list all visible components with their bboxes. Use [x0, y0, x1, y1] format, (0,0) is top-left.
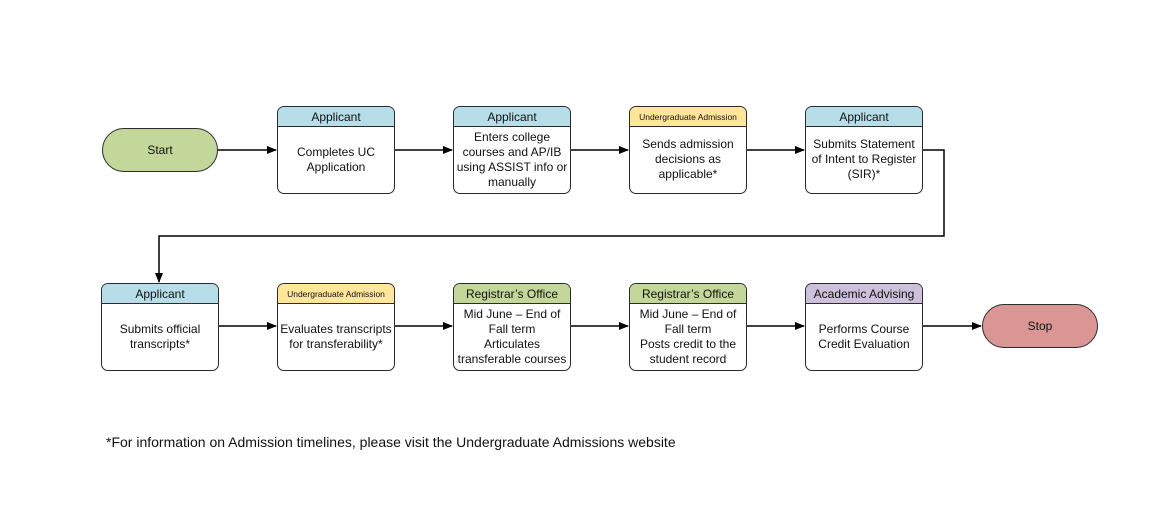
step-3-text: Sends admission decisions as applicable* [642, 137, 734, 181]
step-5-box: Applicant Submits official transcripts* [101, 283, 219, 371]
step-4-text: Submits Statement of Intent to Register … [811, 137, 917, 181]
step-7-text: Mid June – End of Fall term Articulates … [457, 306, 567, 366]
step-6-box: Undergraduate Admission Evaluates transc… [277, 283, 395, 371]
step-7-box: Registrar’s Office Mid June – End of Fal… [453, 283, 571, 371]
step-3-header: Undergraduate Admission [630, 107, 746, 127]
step-1-text: Completes UC Application [296, 144, 376, 174]
stop-label: Stop [1027, 319, 1053, 333]
step-2-header: Applicant [454, 107, 570, 127]
step-7-header: Registrar’s Office [454, 284, 570, 304]
step-8-text: Mid June – End of Fall term Posts credit… [639, 306, 737, 366]
start-terminal: Start [102, 128, 218, 172]
step-6-header: Undergraduate Admission [278, 284, 394, 304]
step-2-box: Applicant Enters college courses and AP/… [453, 106, 571, 194]
step-4-box: Applicant Submits Statement of Intent to… [805, 106, 923, 194]
step-3-box: Undergraduate Admission Sends admission … [629, 106, 747, 194]
step-4-header: Applicant [806, 107, 922, 127]
arrow-step-4-to-step-5 [155, 149, 945, 283]
start-label: Start [147, 143, 173, 157]
step-9-header: Academic Advising [806, 284, 922, 304]
step-8-box: Registrar’s Office Mid June – End of Fal… [629, 283, 747, 371]
step-1-header: Applicant [278, 107, 394, 127]
step-5-text: Submits official transcripts* [119, 321, 201, 351]
step-9-text: Performs Course Credit Evaluation [818, 321, 910, 351]
step-6-text: Evaluates transcripts for transferabilit… [280, 321, 392, 351]
footnote: *For information on Admission timelines,… [106, 434, 676, 450]
step-9-box: Academic Advising Performs Course Credit… [805, 283, 923, 371]
step-1-box: Applicant Completes UC Application [277, 106, 395, 194]
step-8-header: Registrar’s Office [630, 284, 746, 304]
stop-terminal: Stop [982, 304, 1098, 348]
step-2-text: Enters college courses and AP/IB using A… [456, 129, 568, 189]
step-5-header: Applicant [102, 284, 218, 304]
